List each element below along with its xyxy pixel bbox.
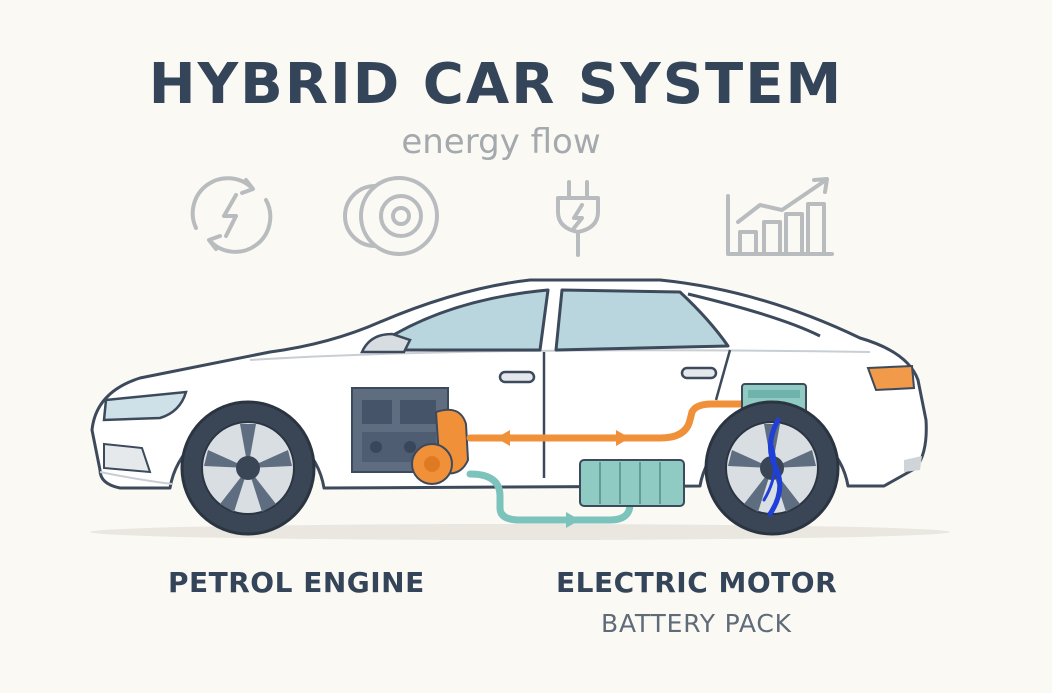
regen-charge-icon <box>190 176 273 254</box>
taillight <box>866 364 916 392</box>
electric-motor-label: ELECTRIC MOTOR <box>556 566 838 599</box>
front-wheel <box>180 400 316 536</box>
motor-drive-line-secondary <box>762 438 777 502</box>
battery-flow-arrowhead <box>566 512 580 528</box>
side-mirror <box>360 332 412 354</box>
petrol-engine-label: PETROL ENGINE <box>168 566 425 599</box>
battery-pack-label: BATTERY PACK <box>601 609 792 638</box>
car-doors <box>498 349 732 478</box>
plug-icon <box>556 180 600 257</box>
engine-energy-flow <box>466 400 752 442</box>
rear-wheel <box>704 400 840 536</box>
front-grille <box>103 442 152 474</box>
petrol-engine <box>351 387 470 485</box>
diagram-title: HYBRID CAR SYSTEM <box>148 52 844 117</box>
battery-energy-flow <box>466 470 634 524</box>
bar-chart-growth-icon <box>726 177 834 256</box>
diagram-subtitle: energy flow <box>401 122 601 162</box>
flow-arrowheads <box>496 430 630 446</box>
ground-shadow <box>90 524 950 540</box>
brake-disc-icon <box>343 176 439 256</box>
battery-pack <box>579 459 685 507</box>
headlight <box>102 390 188 422</box>
rear-reflector <box>904 456 922 472</box>
